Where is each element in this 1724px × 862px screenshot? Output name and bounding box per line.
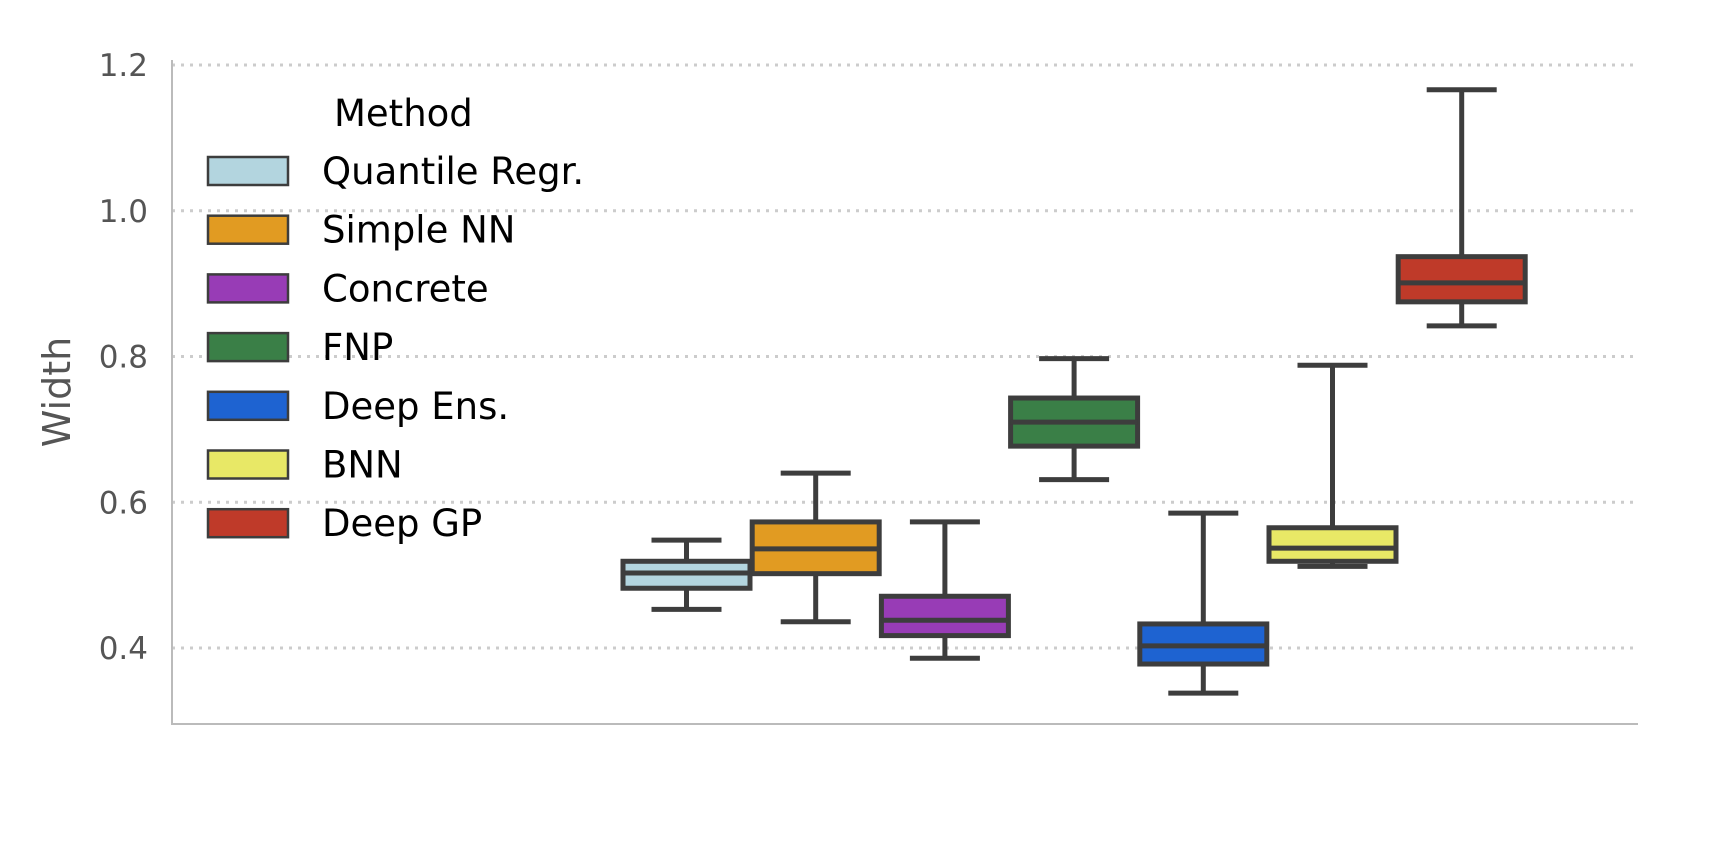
legend-label: Concrete (322, 267, 489, 310)
y-tick-label: 1.0 (99, 194, 148, 230)
legend-swatch (206, 390, 290, 422)
y-tick-label: 0.4 (99, 631, 148, 667)
legend-swatch (206, 214, 290, 245)
y-tick-label: 0.8 (99, 340, 148, 376)
legend-item: BNN (206, 444, 403, 487)
legend-item: Simple NN (206, 209, 515, 252)
box-simple-nn (749, 470, 882, 625)
box-body (878, 593, 1011, 639)
y-tick-labels: 0.4 0.6 0.8 1.0 1.2 (99, 48, 148, 667)
y-tick-label: 1.2 (99, 48, 148, 84)
box-fnp (1008, 356, 1141, 483)
legend-swatch (206, 507, 290, 539)
legend-swatch (206, 273, 290, 304)
legend-item: FNP (206, 326, 393, 369)
legend-label: FNP (322, 326, 393, 369)
box-body (1395, 254, 1528, 305)
legend: Method Quantile Regr. Simple NN ConcreteFN… (206, 92, 584, 545)
box-deep-gp (1395, 87, 1528, 329)
legend-swatch (206, 155, 290, 187)
box-concrete (878, 519, 1011, 661)
legend-swatch (206, 449, 290, 480)
axes (171, 60, 1638, 725)
y-axis-label: Width (35, 337, 79, 447)
legend-label: Deep Ens. (322, 385, 509, 428)
legend-item: Concrete (206, 267, 489, 310)
y-tick-label: 0.6 (99, 485, 148, 521)
legend-item: Deep Ens. (206, 385, 509, 428)
legend-item: Quantile Regr. (206, 150, 584, 193)
box-body (1266, 525, 1399, 564)
legend-swatch (206, 331, 290, 363)
legend-label: Quantile Regr. (322, 150, 584, 193)
legend-label: BNN (322, 444, 403, 487)
legend-label: Deep GP (322, 502, 482, 545)
legend-title: Method (334, 92, 473, 135)
legend-label: Simple NN (322, 209, 515, 252)
grid-lines (172, 63, 1638, 650)
box-bnn (1266, 362, 1399, 569)
boxes (620, 87, 1528, 696)
box-deep-ens (1137, 510, 1270, 696)
box-quantile-regr (620, 537, 753, 612)
legend-item: Deep GP (206, 502, 482, 545)
